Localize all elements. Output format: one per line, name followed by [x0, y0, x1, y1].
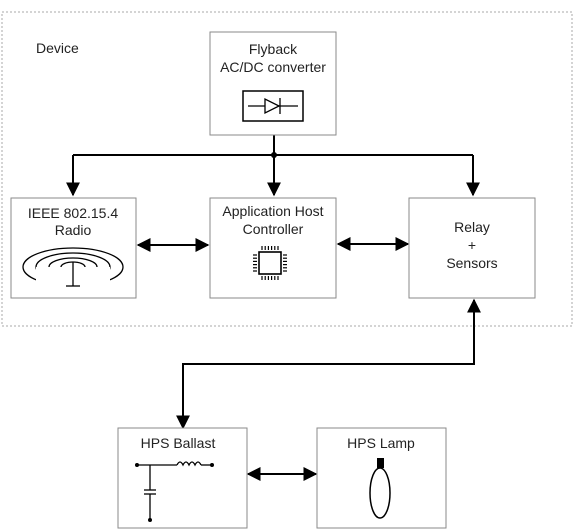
relay-title-3: Sensors — [446, 255, 497, 271]
lamp-bulb-icon — [369, 458, 391, 519]
radio-waves-icon — [22, 247, 124, 289]
ballast-block: HPS Ballast — [117, 427, 248, 529]
flyback-title-1: Flyback — [249, 41, 298, 57]
host-title-2: Controller — [243, 221, 304, 237]
radio-block: IEEE 802.15.4 Radio — [10, 197, 137, 299]
device-label: Device — [36, 40, 79, 56]
host-block: Application Host Controller — [209, 197, 337, 299]
diode-icon — [242, 90, 304, 122]
host-title-1: Application Host — [222, 203, 323, 219]
radio-title-2: Radio — [55, 222, 92, 238]
relay-ballast-link — [176, 298, 481, 430]
power-bus — [66, 135, 480, 197]
chip-icon — [253, 246, 287, 280]
relay-block: Relay + Sensors — [408, 197, 536, 299]
lamp-block: HPS Lamp — [316, 427, 447, 529]
flyback-block: Flyback AC/DC converter — [209, 31, 337, 136]
ballast-title: HPS Ballast — [141, 435, 216, 451]
relay-title-1: Relay — [454, 219, 490, 235]
radio-title-1: IEEE 802.15.4 — [28, 205, 119, 221]
lc-filter-icon — [135, 461, 214, 522]
flyback-title-2: AC/DC converter — [220, 59, 326, 75]
lamp-title: HPS Lamp — [347, 435, 415, 451]
relay-title-2: + — [468, 237, 476, 253]
